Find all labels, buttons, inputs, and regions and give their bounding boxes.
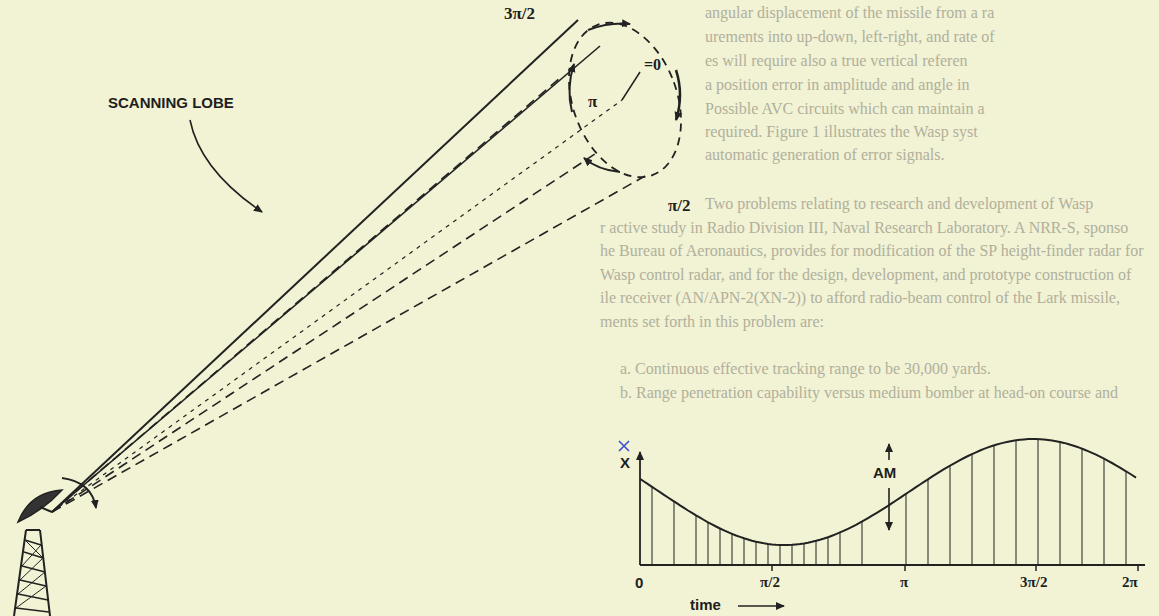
tick-label: 3π/2 <box>1020 574 1047 591</box>
scan-circle <box>549 7 701 193</box>
background-text: Wasp control radar, and for the design, … <box>600 266 1131 284</box>
leader-line <box>190 120 262 212</box>
background-text: automatic generation of error signals. <box>705 146 944 164</box>
background-text: required. Figure 1 illustrates the Wasp … <box>705 123 978 141</box>
phase-label: 3π/2 <box>504 4 535 24</box>
am-graph <box>619 439 1145 606</box>
background-text: urements into up-down, left-right, and r… <box>705 28 995 46</box>
phase-label: π <box>588 92 597 112</box>
axis-label: X <box>620 454 630 471</box>
axis-label: AM <box>872 464 897 481</box>
background-text: r active study in Radio Division III, Na… <box>600 219 1128 237</box>
background-text: Two problems relating to research and de… <box>705 195 1093 213</box>
background-text: ments set forth in this problem are: <box>600 313 824 331</box>
background-text: Possible AVC circuits which can maintain… <box>705 100 985 118</box>
tick-label: π <box>900 574 908 591</box>
scanning-lobe-lines <box>52 20 645 512</box>
tick-label: 0 <box>635 574 643 591</box>
background-text: he Bureau of Aeronautics, provides for m… <box>600 242 1144 260</box>
background-text: a. Continuous effective tracking range t… <box>620 360 991 378</box>
phase-label: =0 <box>644 56 661 74</box>
figure-label: SCANNING LOBE <box>108 94 234 111</box>
background-text: b. Range penetration capability versus m… <box>620 384 1118 402</box>
axis-label: time <box>690 596 721 613</box>
phase-label: π/2 <box>668 196 691 216</box>
background-text: es will require also a true vertical ref… <box>705 52 968 70</box>
radar-tower <box>14 530 50 616</box>
background-text: a position error in amplitude and angle … <box>705 76 969 94</box>
tick-label: π/2 <box>760 574 780 591</box>
background-text: angular displacement of the missile from… <box>705 4 994 22</box>
tick-label: 2π <box>1122 574 1138 591</box>
background-text: ile receiver (AN/APN-2(XN-2)) to afford … <box>600 289 1120 307</box>
radar-dish <box>18 490 62 522</box>
